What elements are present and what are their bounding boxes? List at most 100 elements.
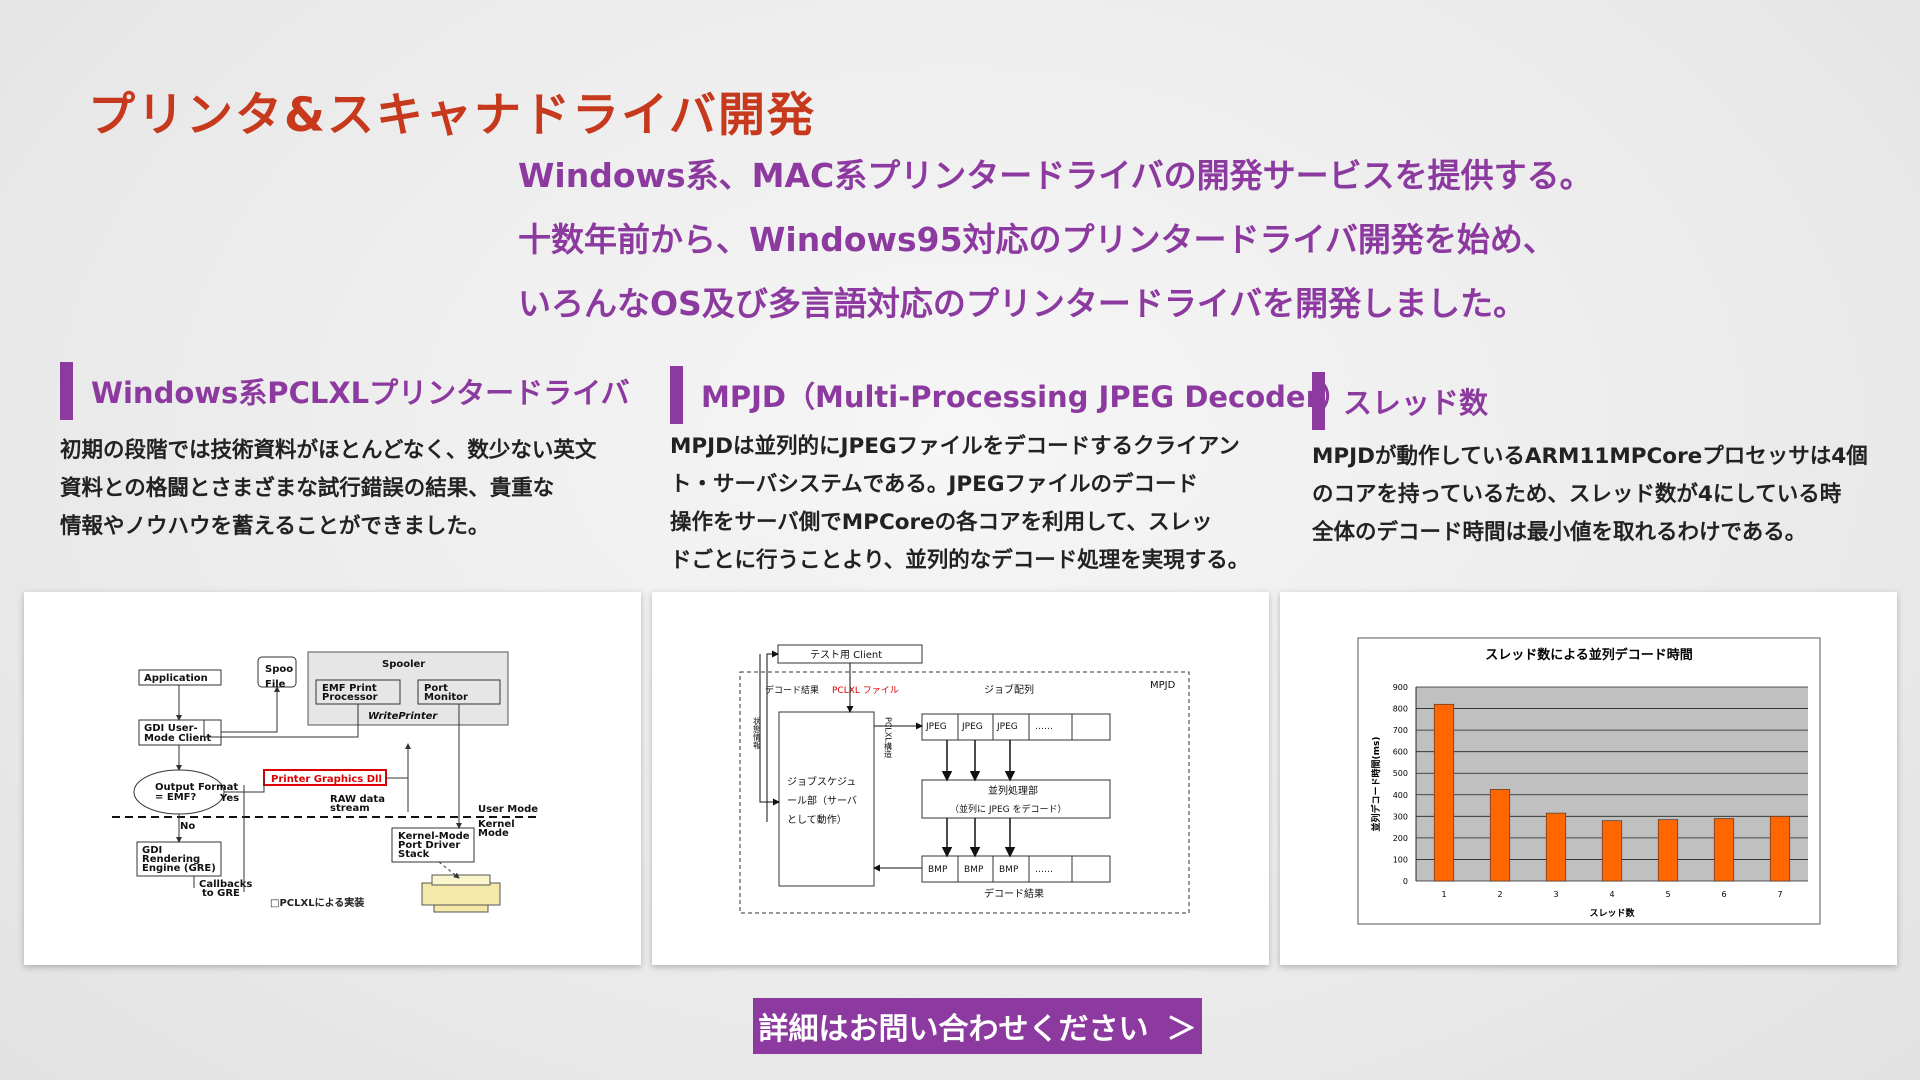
dotted-arrow (438, 861, 460, 879)
accent-bar (670, 366, 683, 424)
intro-line: いろんなOS及び多言語対応のプリンタードライバを開発しました。 (518, 284, 1527, 323)
pclxl-architecture-diagram: Application Spoo File Spooler EMF Print … (112, 651, 538, 913)
y-tick-label: 600 (1393, 748, 1408, 757)
bmp-cell: …… (1035, 865, 1053, 875)
gdi-user-label: GDI User- (144, 723, 198, 734)
pclxl-diagram-card: Application Spoo File Spooler EMF Print … (24, 592, 641, 965)
pclxl-legend-note: □PCLXLによる実装 (270, 896, 364, 909)
raw-data-label: stream (330, 803, 370, 814)
raw-data-label: RAW data (330, 794, 385, 805)
kernel-mode-label: Kernel (478, 819, 515, 830)
bmp-cell: BMP (928, 865, 948, 875)
thread-decode-time-chart: スレッド数による並列デコード時間 スレッド数 並列デコード時間(ms) 0 100… (1357, 637, 1821, 925)
pclxl-file-label: PCLXL ファイル (832, 686, 899, 696)
client-label: テスト用 Client (810, 650, 882, 661)
flow-line (224, 778, 265, 793)
description-line: ト・サーバシステムである。JPEGファイルのデコード (670, 472, 1199, 497)
gre-label: Engine (GRE) (142, 863, 216, 874)
km-label: Kernel-Mode (398, 831, 470, 842)
description-line: 全体のデコード時間は最小値を取れるわけである。 (1312, 520, 1807, 545)
scheduler-label: ール部（サーバ (787, 794, 857, 807)
x-tick-label: 5 (1665, 890, 1670, 899)
y-tick-label: 100 (1393, 855, 1408, 864)
mpjd-diagram-card: テスト用 Client MPJD デコード結果 PCLXL ファイル ジョブ配列… (652, 592, 1269, 965)
section-description: MPJDは並列的にJPEGファイルをデコードするクライアン ト・サーバシステムで… (670, 428, 1349, 580)
description-line: MPJDは並列的にJPEGファイルをデコードするクライアン (670, 434, 1240, 459)
chart-title: スレッド数による並列デコード時間 (1485, 647, 1693, 663)
intro-line: 十数年前から、Windows95対応のプリンタードライバ開発を始め、 (518, 220, 1556, 259)
description-line: のコアを持っているため、スレッド数が4にしている時 (1312, 482, 1842, 507)
scheduler-label: として動作） (787, 813, 847, 826)
chevron-right-icon: ＞ (1166, 1012, 1197, 1047)
gre-label: Rendering (142, 854, 200, 865)
printer-icon (421, 874, 501, 913)
decode-result-bottom-label: デコード結果 (984, 887, 1044, 900)
bar (1489, 789, 1511, 882)
intro-text: Windows系、MAC系プリンタードライバの開発サービスを提供する。 十数年前… (518, 152, 1818, 344)
gdi-rendering-engine-box (136, 841, 222, 877)
x-tick-label: 6 (1721, 890, 1726, 899)
bar (1433, 703, 1455, 882)
intro-line: Windows系、MAC系プリンタードライバの開発サービスを提供する。 (518, 156, 1593, 195)
page-title: プリンタ&スキャナドライバ開発 (88, 88, 817, 143)
jpeg-cell: JPEG (925, 722, 947, 732)
flow-arrow (766, 650, 779, 822)
y-tick-label: 500 (1393, 769, 1408, 778)
y-tick-label: 0 (1403, 877, 1408, 886)
gre-label: GDI (142, 845, 162, 856)
decode-result-label: デコード結果 (765, 684, 819, 696)
y-tick-label: 200 (1393, 834, 1408, 843)
job-scheduler-box (778, 711, 875, 887)
km-label: Stack (398, 849, 430, 860)
jpeg-cell: JPEG (961, 722, 983, 732)
description-line: 情報やノウハウを蓄えることができました。 (60, 514, 490, 539)
flow-arrow (759, 654, 780, 806)
section-header: MPJD（Multi-Processing JPEG Decoder） (670, 366, 1349, 424)
accent-bar (1312, 372, 1325, 430)
section-threads: スレッド数 MPJDが動作しているARM11MPCoreプロセッサは4個 のコア… (1312, 372, 1868, 552)
jpeg-cell: …… (1035, 722, 1053, 732)
application-label: Application (144, 673, 208, 684)
parallel-label: 並列処理部 (988, 784, 1038, 797)
bmp-result-queue: BMP BMP BMP …… (921, 855, 1111, 883)
description-line: ドごとに行うことより、並列的なデコード処理を実現する。 (670, 548, 1250, 573)
y-tick-label: 400 (1393, 791, 1408, 800)
status-info-label: 状態情報 (753, 716, 762, 750)
section-description: 初期の段階では技術資料がほとんどなく、数少ない英文 資料との格闘とさまざまな試行… (60, 432, 630, 546)
x-tick-label: 4 (1609, 890, 1614, 899)
kernel-mode-label: Mode (478, 828, 509, 839)
mpjd-boundary (739, 671, 1190, 914)
description-line: 資料との格闘とさまざまな試行錯誤の結果、貴重な (60, 476, 555, 501)
contact-button-label: 詳細はお問い合わせください (758, 1012, 1149, 1047)
scheduler-label: ジョブスケジュ (787, 775, 856, 788)
parallel-label: （並列に JPEG をデコード） (950, 803, 1066, 815)
y-tick-label: 900 (1393, 683, 1408, 692)
gdi-user-label: Mode Client (144, 733, 211, 744)
mpjd-architecture-diagram: テスト用 Client MPJD デコード結果 PCLXL ファイル ジョブ配列… (739, 644, 1190, 914)
bar (1601, 820, 1623, 882)
port-label: Monitor (424, 692, 468, 703)
flow-line (203, 704, 359, 738)
emf-print-label: EMF Print (322, 683, 377, 694)
application-box (138, 669, 222, 686)
write-printer-label: WritePrinter (368, 711, 438, 722)
bar (1545, 812, 1567, 882)
printer-graphics-dll-label: Printer Graphics Dll (271, 774, 382, 785)
thread-chart-card: スレッド数による並列デコード時間 スレッド数 並列デコード時間(ms) 0 100… (1280, 592, 1897, 965)
bmp-cell: BMP (964, 865, 984, 875)
pclxl-structure-label: PCLXL構造 (884, 717, 893, 759)
emf-print-processor-box (315, 679, 401, 705)
description-line: 操作をサーバ側でMPCoreの各コアを利用して、スレッ (670, 510, 1213, 535)
accent-bar (60, 362, 73, 420)
jpeg-job-queue: JPEG JPEG JPEG …… (921, 713, 1111, 741)
chart-y-axis-label: 並列デコード時間(ms) (1370, 737, 1382, 832)
file-label: File (265, 679, 286, 690)
callbacks-label: to GRE (202, 888, 240, 899)
port-monitor-box (417, 679, 501, 705)
x-tick-label: 7 (1777, 890, 1782, 899)
chart-x-axis-label: スレッド数 (1589, 907, 1635, 919)
y-tick-label: 800 (1393, 705, 1408, 714)
emf-print-label: Processor (322, 692, 378, 703)
contact-button[interactable]: 詳細はお問い合わせください ＞ (753, 998, 1202, 1054)
mpjd-label: MPJD (1150, 680, 1176, 691)
